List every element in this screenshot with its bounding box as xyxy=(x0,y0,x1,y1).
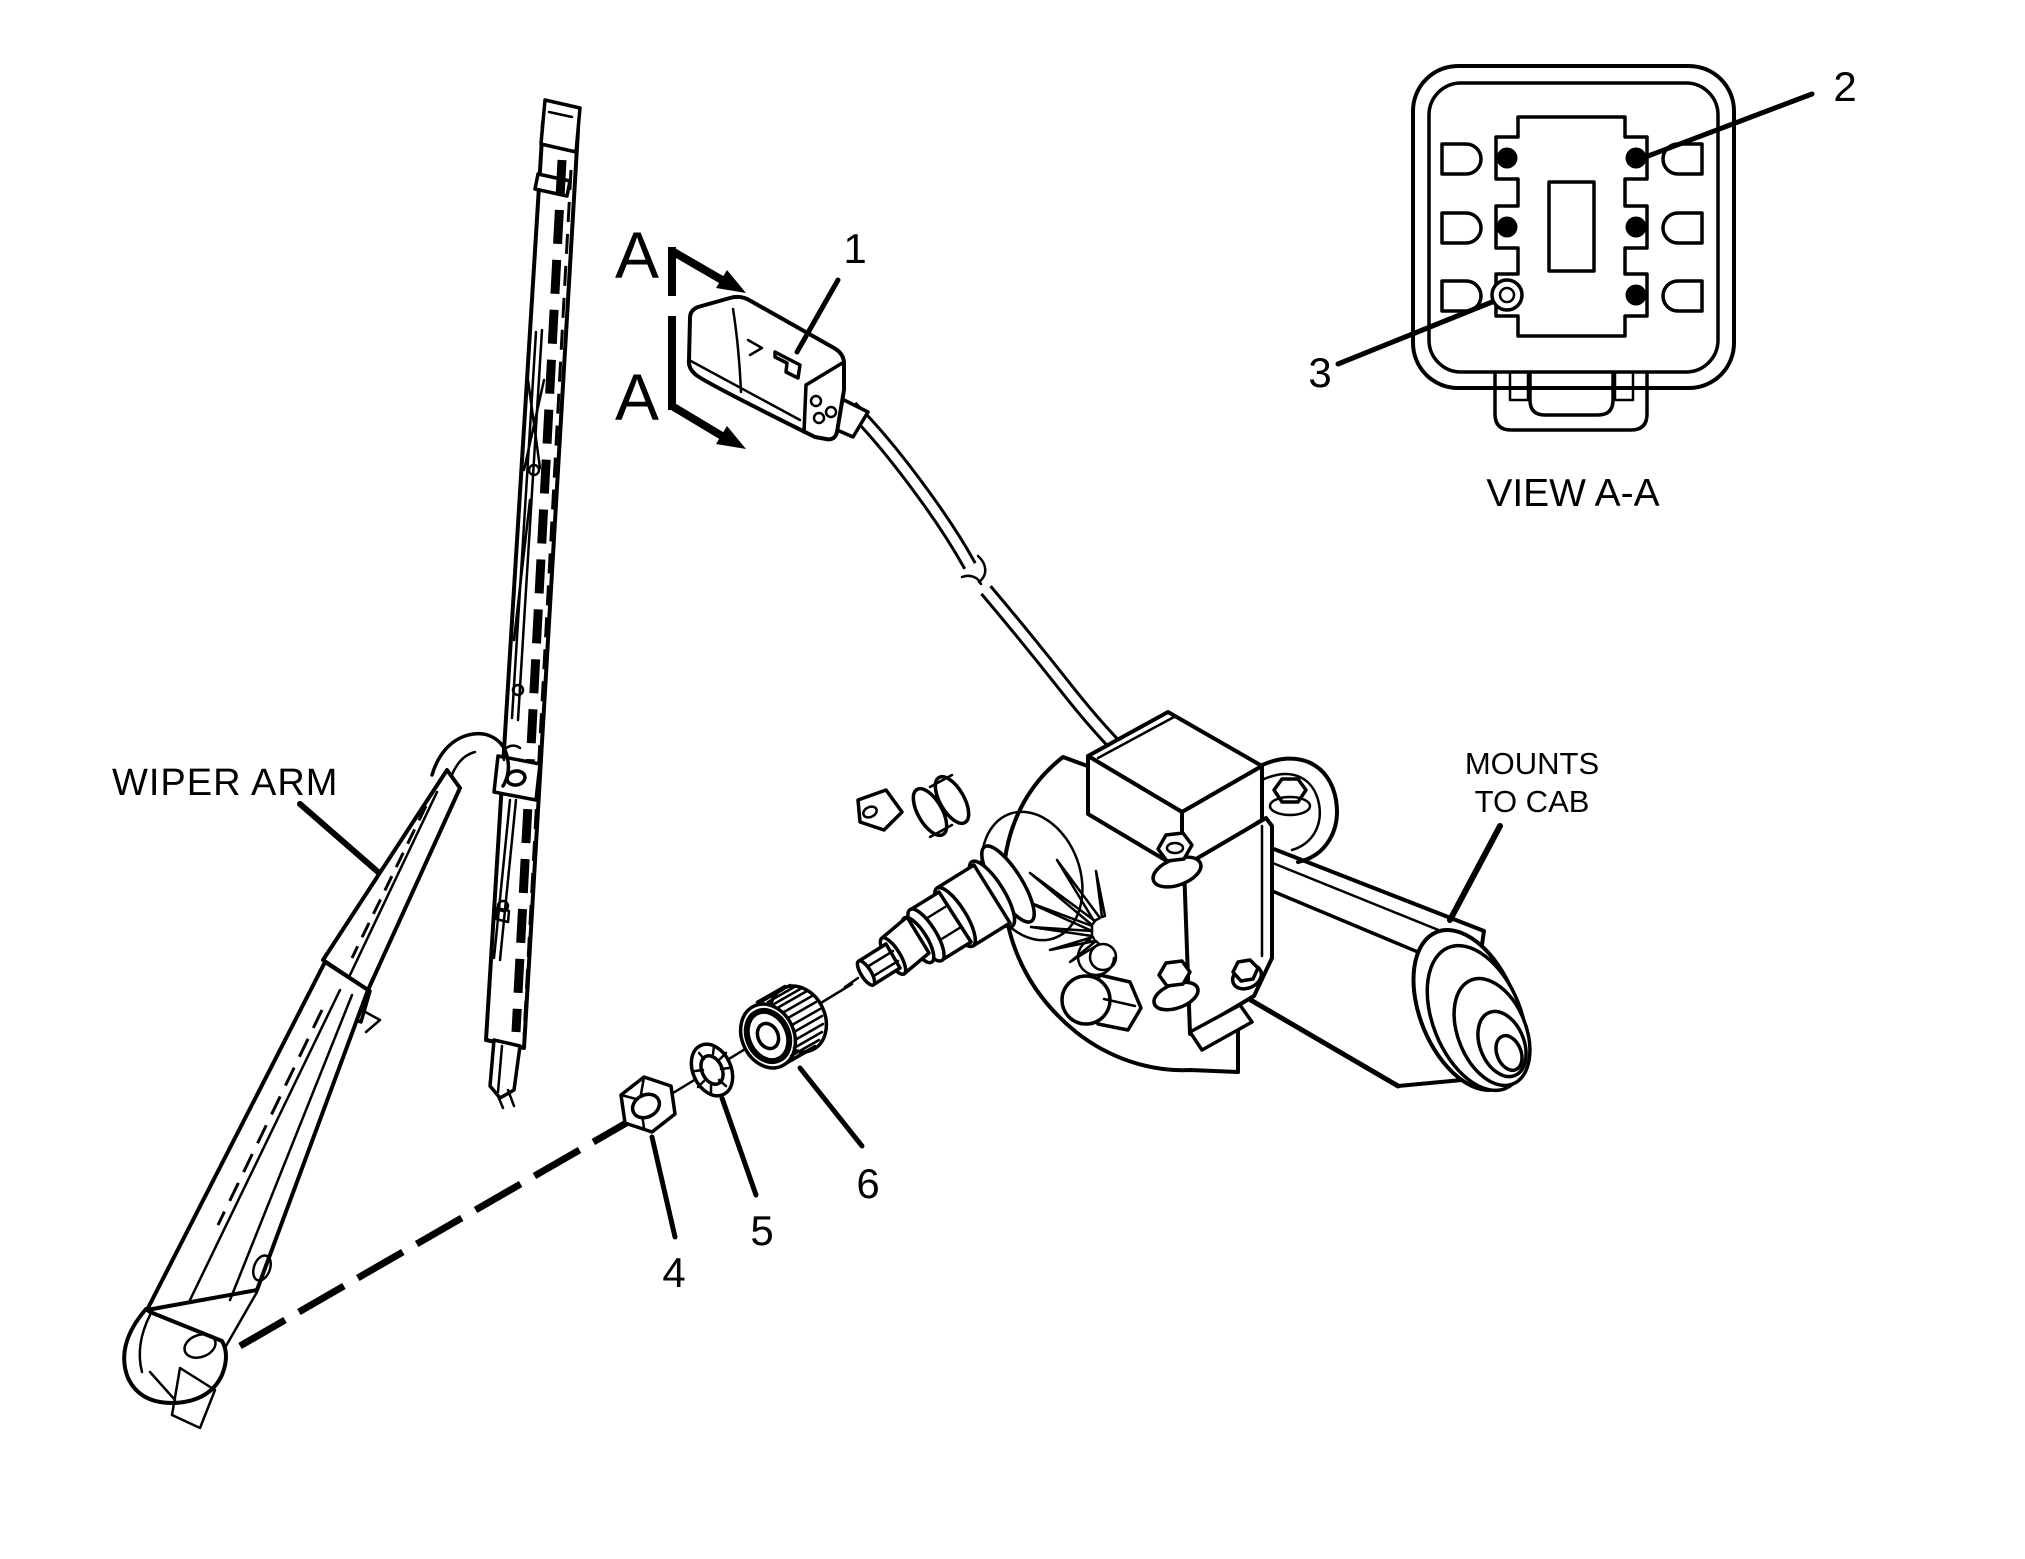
callout-6: 6 xyxy=(797,1065,880,1207)
motor-output-shaft xyxy=(843,844,1036,989)
connector-side-slots xyxy=(1440,142,1704,313)
label-mounts-to-cab: MOUNTS TO CAB xyxy=(1447,746,1599,923)
connector-plug-drawing xyxy=(686,294,870,442)
mounting-bracket xyxy=(1182,756,1339,1052)
callout-6-number: 6 xyxy=(856,1160,879,1207)
hex-nut xyxy=(619,1075,677,1134)
gear-cover xyxy=(1086,710,1264,872)
callout-1: 1 xyxy=(794,225,867,355)
callout-4-number: 4 xyxy=(662,1249,685,1296)
connector-socket-item3 xyxy=(1490,278,1524,312)
callout-2: 2 xyxy=(1645,63,1857,159)
connector-pin-item2 xyxy=(1625,147,1647,169)
connector-key-slot xyxy=(1547,180,1596,273)
view-aa-caption: VIEW A-A xyxy=(1486,472,1659,515)
section-arrow-lower xyxy=(716,426,746,449)
mounts-to-cab-line2: TO CAB xyxy=(1475,784,1590,819)
motor-end-cap xyxy=(1411,928,1532,1093)
section-aa-marker: A A xyxy=(615,218,746,449)
wiper-blade-drawing xyxy=(484,98,582,1110)
wiper-arm-label-text: WIPER ARM xyxy=(112,762,338,804)
section-letter-upper: A xyxy=(615,218,659,292)
arm-pivot-boot xyxy=(122,1290,259,1430)
lock-washer xyxy=(689,1042,735,1098)
sunburst-detail xyxy=(1021,858,1118,977)
connector-latch xyxy=(773,350,802,380)
section-arrow-upper xyxy=(716,270,746,293)
knurled-gear xyxy=(738,983,829,1070)
wiper-arm-drawing xyxy=(122,732,511,1430)
gearbox-details xyxy=(856,773,1203,1032)
callout-1-number: 1 xyxy=(843,225,866,272)
callout-5: 5 xyxy=(719,1095,774,1254)
knurl-ticks xyxy=(752,983,825,1068)
section-letter-lower: A xyxy=(615,360,659,434)
dome-nut-detail xyxy=(1060,973,1143,1032)
harness-cable-drawing xyxy=(845,401,1140,770)
callout-2-number: 2 xyxy=(1833,63,1856,110)
wiper-motor-drawing xyxy=(843,710,1532,1093)
exploded-fasteners xyxy=(619,983,829,1134)
callout-3-number: 3 xyxy=(1308,349,1331,396)
callout-4: 4 xyxy=(649,1134,686,1296)
view-aa-detail: VIEW A-A xyxy=(1411,64,1736,515)
callout-5-number: 5 xyxy=(750,1207,773,1254)
mounts-to-cab-line1: MOUNTS xyxy=(1465,746,1599,781)
label-wiper-arm: WIPER ARM xyxy=(112,762,381,875)
connector-pins xyxy=(1490,147,1647,312)
connector-bottom-latch xyxy=(1493,370,1649,432)
callout-3: 3 xyxy=(1308,299,1495,396)
